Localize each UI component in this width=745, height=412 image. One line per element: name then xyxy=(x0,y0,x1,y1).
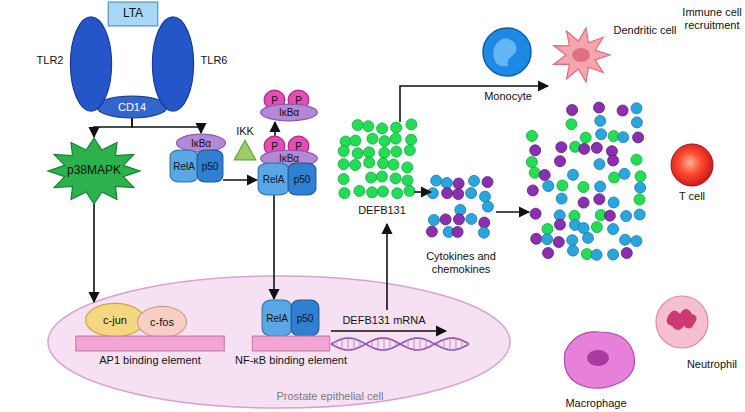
subunit-box-node: RelA xyxy=(170,150,198,182)
recruitment-arrow xyxy=(400,86,548,122)
subunit-box-node: p50 xyxy=(288,163,316,195)
node-text: P xyxy=(271,95,278,106)
node-text: NF-κB binding element xyxy=(220,354,362,367)
t-cell-figure xyxy=(671,144,713,186)
node-text: p38MAPK xyxy=(67,164,121,177)
process-label: Immune cell recruitment xyxy=(680,6,744,32)
dendritic-cell-figure xyxy=(554,28,610,82)
node-text: p50 xyxy=(294,174,311,185)
node-text: p50 xyxy=(297,313,314,324)
node-text: c-jun xyxy=(103,314,127,326)
inhibitor-ellipse-node: IκBα xyxy=(260,104,318,121)
node-text: IκBα xyxy=(279,153,299,164)
translation-arrow xyxy=(386,224,388,310)
subunit-box-node: p50 xyxy=(197,150,223,182)
subunit-box-node: RelA xyxy=(258,163,289,195)
transcript-label: DEFB131 mRNA xyxy=(336,314,432,327)
node-text: RelA xyxy=(263,174,285,185)
binding-element xyxy=(75,336,225,351)
binding-element xyxy=(252,336,330,351)
cell-type-label: Neutrophil xyxy=(682,358,742,371)
node-text: LTA xyxy=(123,7,143,20)
signal-arrow xyxy=(93,204,95,302)
subunit-box-node: RelA xyxy=(262,300,292,336)
binding-element-node: NF-κB binding element xyxy=(252,336,330,351)
transcription-arrow xyxy=(331,330,446,332)
cell-type-label: Monocyte xyxy=(477,90,539,103)
node-text: P xyxy=(271,141,278,152)
ligand-box-node: LTA xyxy=(108,2,158,26)
monocyte-figure xyxy=(483,28,531,76)
node-text: IκBα xyxy=(279,107,299,118)
inhibitor-ellipse-node: IκBα xyxy=(176,134,226,152)
node-text: IκBα xyxy=(191,138,211,149)
nucleus xyxy=(48,276,510,408)
secretion-arrow xyxy=(496,211,529,213)
cell-node: Prostate epithelial cell CD14 p38MAPK IκBαR… xyxy=(5,86,525,410)
cell-type-label: Macrophage xyxy=(560,397,632,410)
receptor xyxy=(152,16,194,112)
node-text: CD14 xyxy=(118,101,146,113)
node-text: RelA xyxy=(266,313,288,324)
receptor xyxy=(70,16,112,112)
node-text: c-fos xyxy=(150,316,174,328)
induction-arrow xyxy=(414,191,431,193)
receptor-node: TLR2 xyxy=(70,16,112,112)
signal-arrow xyxy=(223,179,257,181)
node-text: TLR6 xyxy=(196,54,232,67)
molecule-dots xyxy=(338,102,646,260)
dna-helix xyxy=(331,338,469,350)
macrophage-figure xyxy=(564,332,634,388)
coreceptor-node: CD14 xyxy=(96,96,168,118)
cell-type-label: T cell xyxy=(667,190,717,203)
node-text: RelA xyxy=(173,161,195,172)
kinase-triangle-node: IKK xyxy=(234,140,256,160)
neutrophil-figure xyxy=(656,296,708,348)
signal-arrow xyxy=(274,122,276,136)
kinase-triangle xyxy=(234,140,256,160)
transcription-factor-node: c-fos xyxy=(137,306,187,338)
node-text: IKK xyxy=(230,125,260,138)
signal-arrow xyxy=(94,118,132,137)
node-text: AP1 binding element xyxy=(75,354,225,367)
signal-arrow xyxy=(273,195,275,299)
cytokine-label: Cytokines and chemokines xyxy=(420,250,502,276)
node-text: TLR2 xyxy=(32,54,68,67)
subunit-box-node: p50 xyxy=(291,300,319,336)
cell-type-label: Dendritic cell xyxy=(611,24,679,37)
kinase-burst-node: p38MAPK xyxy=(48,138,140,204)
receptor-node: TLR6 xyxy=(152,16,194,112)
peptide-label: DEFB131 xyxy=(348,204,416,217)
binding-element-node: AP1 binding element xyxy=(75,336,225,351)
node-text: Prostate epithelial cell xyxy=(255,390,405,403)
transcription-factor-node: c-jun xyxy=(85,303,145,337)
node-text: p50 xyxy=(202,161,219,172)
signal-arrow xyxy=(132,118,201,133)
